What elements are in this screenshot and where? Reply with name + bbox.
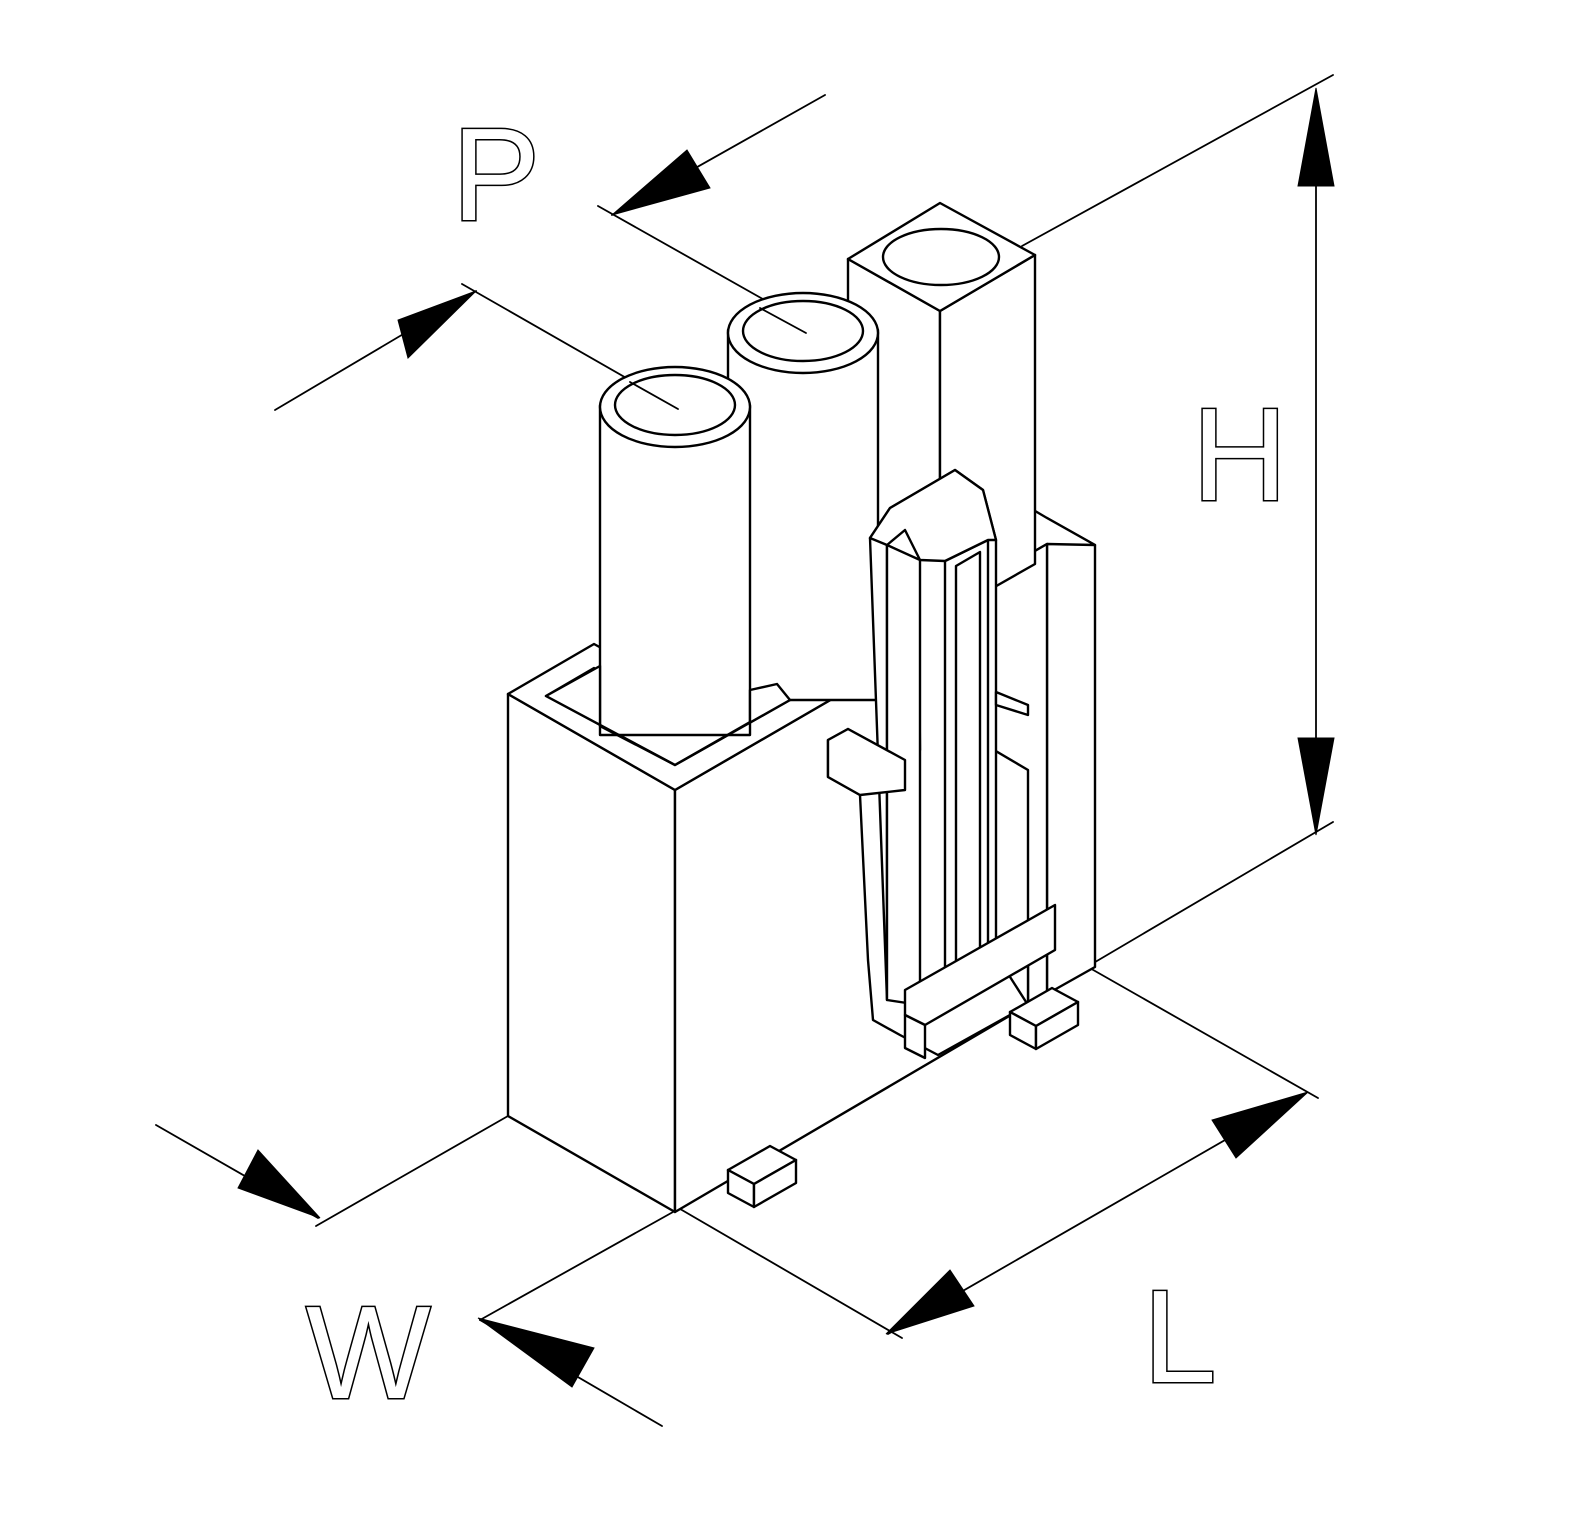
width-dimension	[155, 1115, 674, 1427]
height-dimension	[1021, 74, 1335, 969]
front-cavity-wall	[544, 664, 792, 767]
length-arrowhead-right	[1211, 1091, 1309, 1159]
height-arrowhead-top	[1297, 87, 1335, 187]
latch-base-front	[903, 1013, 927, 1060]
height-label: H	[1192, 381, 1287, 528]
height-arrowhead-bottom	[1297, 737, 1335, 836]
latch-ramp-left	[826, 727, 907, 797]
latch-ramp-right	[994, 690, 1030, 717]
square-post-hole	[881, 227, 1001, 287]
length-label: L	[1143, 1263, 1216, 1410]
length-dimension	[674, 966, 1319, 1339]
height-extension-top	[1021, 74, 1334, 247]
length-extension-right	[1087, 966, 1319, 1099]
pitch-dimension	[274, 94, 826, 411]
length-arrowhead-left	[885, 1269, 975, 1335]
front-pin-shaft	[598, 403, 752, 737]
latch-slot-inner	[954, 550, 982, 976]
front-pin-leader	[629, 381, 679, 410]
width-extension-front	[479, 1211, 674, 1321]
pitch-arrowhead-upper	[611, 149, 711, 216]
standoff-peg-front-end	[752, 1158, 798, 1209]
standoff-peg-back-end	[1034, 1000, 1080, 1051]
width-arrowhead-lower	[477, 1317, 595, 1388]
width-label: W	[306, 1279, 431, 1426]
latch-base-ledge	[903, 903, 1057, 1027]
middle-pin-leader	[759, 307, 807, 334]
width-extension-back	[315, 1115, 509, 1227]
pitch-label: P	[452, 101, 540, 248]
height-extension-bottom	[1084, 821, 1334, 969]
connector-body	[506, 201, 1097, 1214]
length-extension-left	[674, 1205, 903, 1339]
pitch-arrowhead-lower	[397, 290, 477, 359]
width-arrowhead-upper	[237, 1149, 321, 1219]
latch-top-hook	[868, 468, 998, 563]
